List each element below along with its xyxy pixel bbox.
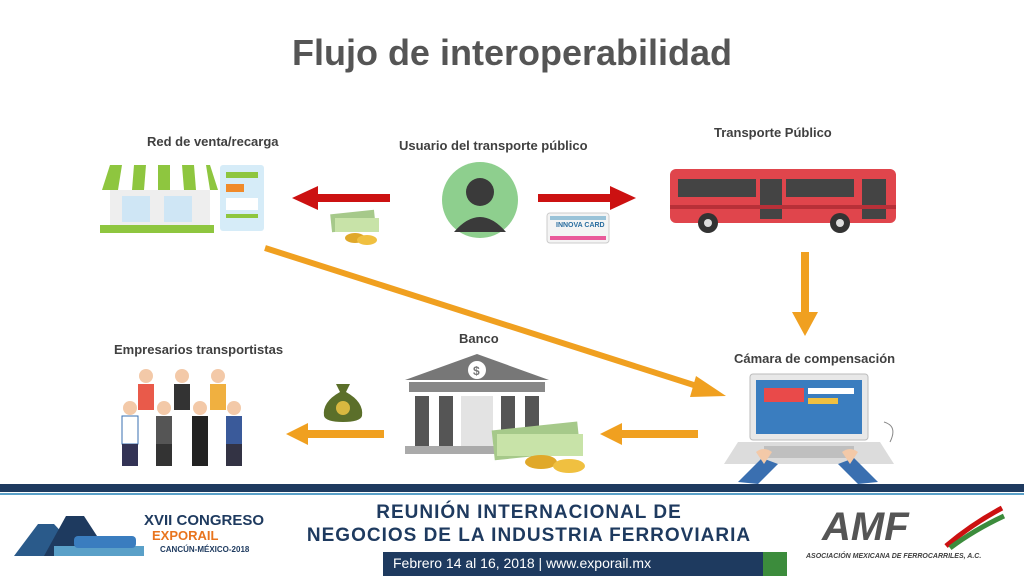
pyramid-train-logo bbox=[14, 516, 144, 556]
meeting-title-line1: REUNIÓN INTERNACIONAL DE bbox=[376, 502, 682, 523]
card-brand: INNOVA CARD bbox=[556, 222, 605, 229]
footer-accent-line bbox=[0, 493, 1024, 495]
label-clearing-house: Cámara de compensación bbox=[734, 351, 896, 366]
user-avatar-icon bbox=[442, 162, 518, 238]
money-bag-icon bbox=[323, 384, 363, 422]
date-bar bbox=[383, 552, 763, 576]
label-transport: Transporte Público bbox=[714, 125, 832, 140]
svg-text:$: $ bbox=[473, 364, 480, 378]
amf-flag-swoosh bbox=[944, 505, 1006, 550]
congress-name: EXPORAIL bbox=[152, 528, 219, 543]
arrow-clearing-to-bank bbox=[600, 423, 698, 445]
card-icon bbox=[546, 212, 610, 244]
laptop-icon bbox=[724, 373, 894, 484]
arrow-bank-to-operators bbox=[286, 423, 384, 445]
arrow-user-to-transport bbox=[538, 186, 636, 210]
label-sales-network: Red de venta/recarga bbox=[147, 134, 279, 149]
money-icon bbox=[330, 209, 379, 245]
meeting-title-line2: NEGOCIOS DE LA INDUSTRIA FERROVIARIA bbox=[306, 525, 752, 546]
label-user: Usuario del transporte público bbox=[399, 138, 588, 153]
arrow-user-to-shop bbox=[292, 186, 390, 210]
date-bar-accent bbox=[763, 552, 787, 576]
arrow-shop-to-clearing bbox=[264, 245, 726, 397]
page-title: Flujo de interoperabilidad bbox=[291, 32, 733, 73]
arrow-transport-to-clearing bbox=[792, 252, 818, 336]
shop-icon bbox=[100, 165, 264, 233]
footer-top-bar bbox=[0, 484, 1024, 492]
label-operators: Empresarios transportistas bbox=[114, 342, 284, 357]
congress-place: CANCÚN-MÉXICO-2018 bbox=[160, 545, 250, 554]
amf-logo: AMF bbox=[822, 505, 909, 549]
amf-name: ASOCIACIÓN MEXICANA DE FERROCARRILES, A.… bbox=[806, 553, 982, 560]
label-bank: Banco bbox=[459, 331, 499, 346]
event-dates: Febrero 14 al 16, 2018 | www.exporail.mx bbox=[393, 555, 652, 571]
bus-icon bbox=[670, 169, 896, 233]
people-group-icon bbox=[121, 369, 242, 466]
bank-icon: $ bbox=[405, 354, 585, 473]
congress-title: XVII CONGRESO bbox=[144, 512, 265, 529]
